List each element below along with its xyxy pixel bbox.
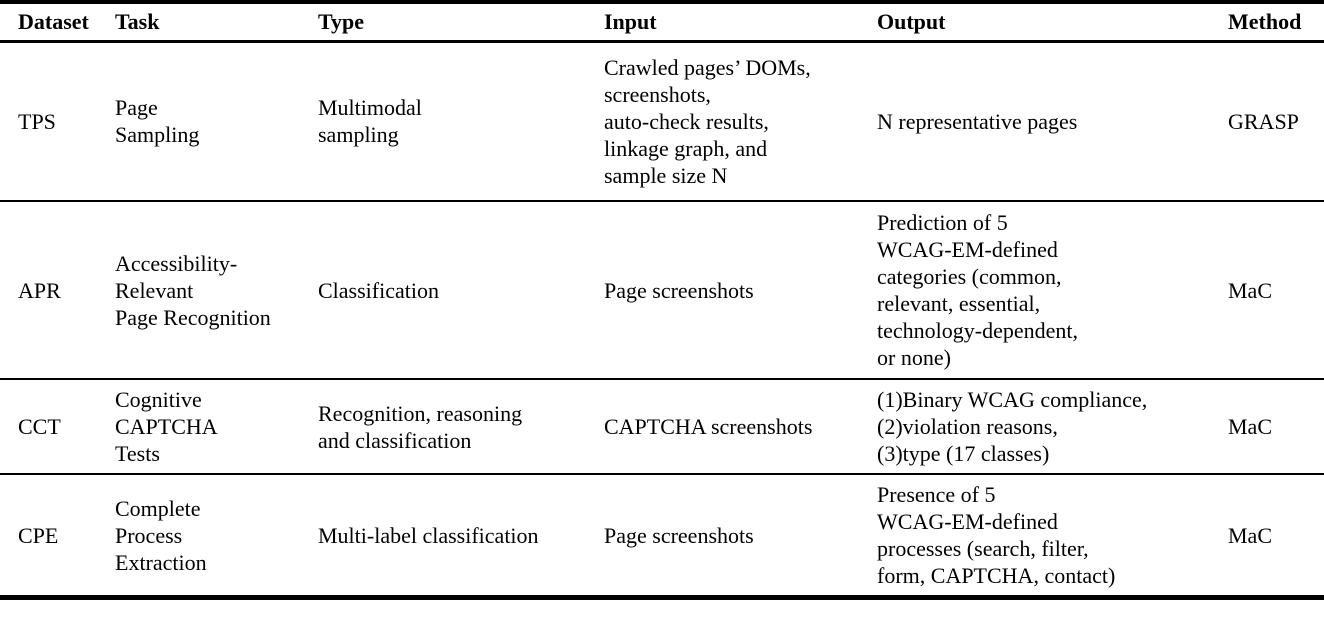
cell-input: CAPTCHA screenshots [604, 414, 813, 439]
cell-task: Accessibility- Relevant Page Recognition [115, 250, 271, 330]
cell-method: GRASP [1228, 108, 1299, 134]
cell-output: Presence of 5 WCAG-EM-defined processes … [877, 482, 1116, 588]
table-row: APR Accessibility- Relevant Page Recogni… [0, 201, 1324, 379]
cell-task: Page Sampling [115, 95, 200, 148]
table-header-row: Dataset Task Type Input Output Method [0, 2, 1324, 43]
cell-dataset: TPS [18, 108, 56, 134]
table-row: TPS Page Sampling Multimodal sampling Cr… [0, 41, 1324, 201]
cell-dataset: CPE [18, 522, 59, 548]
cell-output: (1)Binary WCAG compliance, (2)violation … [877, 387, 1148, 466]
cell-method: MaC [1228, 414, 1272, 439]
cell-output: Prediction of 5 WCAG-EM-defined categori… [877, 210, 1078, 370]
table-row: CCT Cognitive CAPTCHA Tests Recognition,… [0, 379, 1324, 474]
column-header-type: Type [318, 2, 604, 43]
cell-task: Complete Process Extraction [115, 495, 207, 575]
column-header-dataset: Dataset [0, 2, 115, 43]
cell-method: MaC [1228, 522, 1272, 548]
cell-method: MaC [1228, 277, 1272, 303]
cell-dataset: APR [18, 277, 61, 303]
cell-input: Page screenshots [604, 522, 754, 548]
column-header-output: Output [877, 2, 1228, 43]
cell-input: Crawled pages’ DOMs, screenshots, auto-c… [604, 54, 811, 188]
cell-task: Cognitive CAPTCHA Tests [115, 387, 218, 466]
cell-type: Classification [318, 277, 439, 303]
table-row: CPE Complete Process Extraction Multi-la… [0, 474, 1324, 598]
cell-type: Multi-label classification [318, 522, 539, 548]
column-header-method: Method [1228, 2, 1324, 43]
cell-input: Page screenshots [604, 277, 754, 303]
datasets-overview-table: Dataset Task Type Input Output Method TP… [0, 0, 1324, 598]
column-header-input: Input [604, 2, 877, 43]
cell-type: Recognition, reasoning and classificatio… [318, 400, 523, 453]
column-header-task: Task [115, 2, 318, 43]
cell-dataset: CCT [18, 414, 61, 439]
cell-output: N representative pages [877, 108, 1078, 134]
cell-type: Multimodal sampling [318, 95, 422, 148]
